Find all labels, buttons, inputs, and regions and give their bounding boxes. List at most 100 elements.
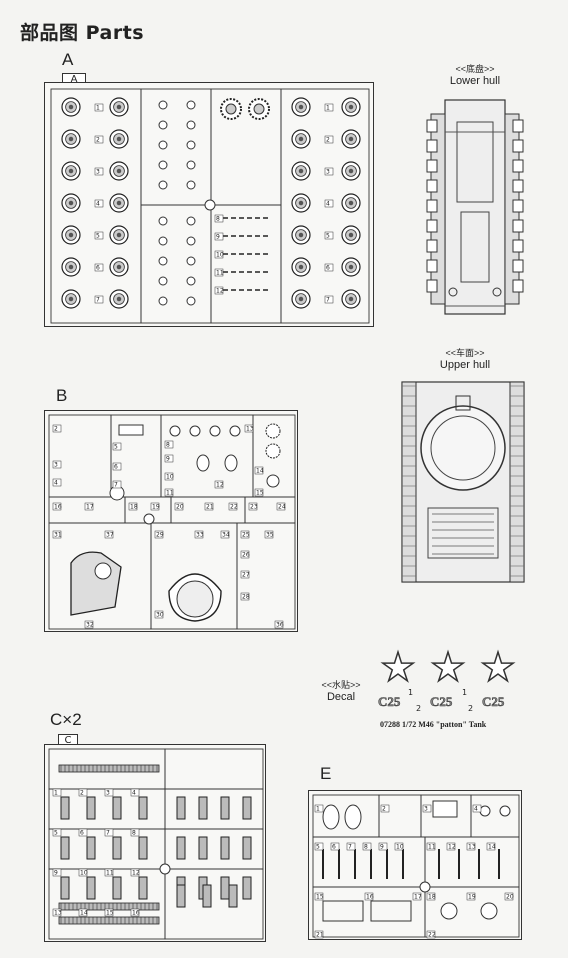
sprue-cell [236,522,296,630]
part-number: 24 [278,504,286,511]
part-number-box [446,842,456,851]
road-wheel-center [298,136,304,142]
part-number-box [214,286,224,295]
suspension-arm [512,219,524,233]
part-number: 13 [468,844,476,851]
part-number-box [426,892,436,901]
road-wheel-center [68,264,74,270]
part-number: 10 [166,474,174,481]
hub-part [186,120,196,130]
suspension-arm [512,279,524,293]
oval-part [344,804,362,830]
part-number-box [324,295,334,304]
hub-part [186,256,196,266]
hub-part [158,100,168,110]
hub-part [158,120,168,130]
part-number-box [154,530,164,539]
part-number-box [130,908,140,917]
part-number: 6 [114,464,118,471]
part-number: 11 [428,844,436,851]
part-number: 1 [326,105,330,112]
part-number-box [240,550,250,559]
decal-sheet: C25 1 2 C25 1 2 C25 07288 1/72 M46 "patt… [376,646,526,744]
box-part [432,800,458,818]
part-number: 20 [176,504,184,511]
part-number: 4 [132,790,136,797]
part-number-box [254,488,264,497]
part-number-box [214,232,224,241]
hub-part [158,180,168,190]
part-number: 19 [152,504,160,511]
hub-part [158,236,168,246]
part-number-box [130,868,140,877]
part-number-box [112,462,122,471]
suspension-arm [426,159,438,173]
part-number-box [426,842,436,851]
part-number-box [240,530,250,539]
track-segment [86,876,96,900]
road-wheel-center [116,200,122,206]
part-number: 15 [316,894,324,901]
suspension-arm [512,179,524,193]
part-number-box [52,424,62,433]
part-number: 2 [80,790,84,797]
road-wheel-center [298,200,304,206]
road-wheel-center [298,232,304,238]
part-number-box [324,231,334,240]
suspension-arm [426,279,438,293]
part-number: 12 [132,870,140,877]
part-number-box [94,231,104,240]
part-number: 32 [86,622,94,629]
part-number-box [324,167,334,176]
part-number: 35 [266,532,274,539]
sprocket-part [265,423,281,439]
part-number: 3 [326,169,330,176]
part-number-box [52,478,62,487]
part-number: 17 [414,894,422,901]
part-number-box [94,167,104,176]
sprue-cell [164,868,264,940]
track-segment [176,884,186,908]
part-number-box [412,892,422,901]
part-number: 11 [106,870,114,877]
decal-number-2: 2 [416,704,422,713]
sprue-a-label: A [62,50,74,69]
part-number: 21 [316,932,324,939]
part-number: 12 [216,482,224,489]
track-segment [86,796,96,820]
suspension-arm [426,139,438,153]
part-number: 8 [166,442,170,449]
part-number: 9 [216,234,220,241]
decal-caption-product: 07288 1/72 M46 "patton" Tank [380,720,487,729]
oval-part [322,804,340,830]
round-part [480,902,498,920]
road-wheel-center [116,296,122,302]
hub-part [186,140,196,150]
track-segment [86,836,96,860]
track-segment [60,796,70,820]
part-number-box [314,804,324,813]
part-number: 7 [348,844,352,851]
rect-part [118,424,144,436]
track-segment [138,836,148,860]
decal-caption-en: Decal [326,691,356,703]
part-number-box [324,135,334,144]
part-number: 4 [326,201,330,208]
road-wheel-center [68,136,74,142]
star-decal [480,649,516,683]
part-number-box [324,103,334,112]
part-number: 22 [428,932,436,939]
sprocket-hub [225,103,237,115]
part-number: 4 [474,806,478,813]
part-number-box [104,828,114,837]
road-wheel-center [348,296,354,302]
track-segment [242,876,252,900]
part-number-box [194,530,204,539]
part-number-box [362,842,372,851]
part-number: 33 [196,532,204,539]
part-number: 1 [96,105,100,112]
road-wheel-center [116,168,122,174]
hub-part [158,276,168,286]
part-number-box [104,788,114,797]
